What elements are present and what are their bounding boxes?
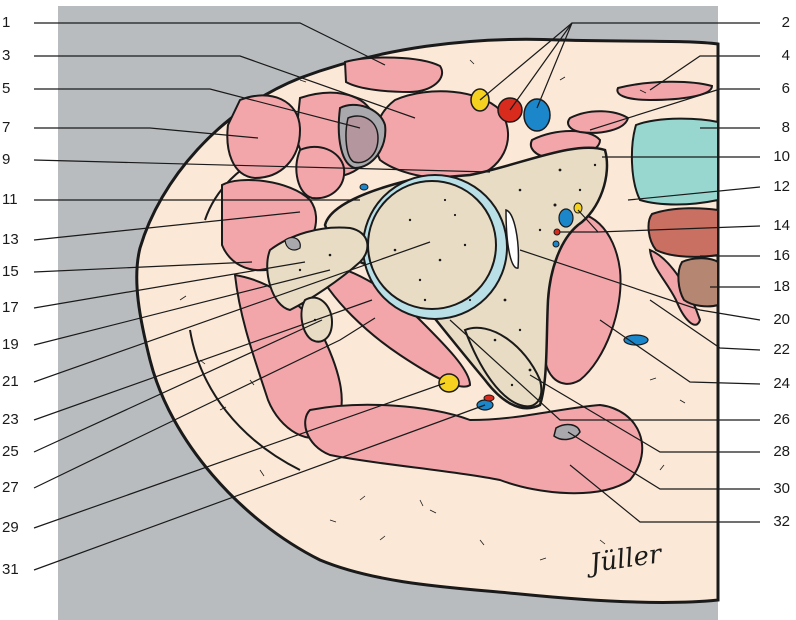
label-right-22: 22	[760, 341, 790, 359]
obturator-vein	[559, 209, 573, 227]
sciatic-nerve	[439, 374, 459, 392]
label-right-28: 28	[760, 443, 790, 461]
label-right-30: 30	[760, 480, 790, 498]
label-right-26: 26	[760, 411, 790, 429]
label-right-14: 14	[760, 217, 790, 235]
label-right-18: 18	[760, 278, 790, 296]
label-left-31: 31	[2, 561, 32, 579]
bladder	[632, 119, 718, 205]
label-right-24: 24	[760, 375, 790, 393]
inferior-gluteal-artery	[484, 395, 494, 401]
obturator-nerve	[574, 203, 582, 213]
label-left-15: 15	[2, 263, 32, 281]
label-left-13: 13	[2, 231, 32, 249]
label-right-12: 12	[760, 178, 790, 196]
label-right-4: 4	[760, 47, 790, 65]
muscle-sartorius	[345, 57, 442, 92]
seminal-vesicle	[649, 208, 718, 257]
label-left-21: 21	[2, 373, 32, 391]
label-right-6: 6	[760, 80, 790, 98]
label-left-23: 23	[2, 411, 32, 429]
rectum	[678, 258, 718, 306]
pudendal-vein	[624, 335, 648, 345]
femoral-vein	[524, 99, 550, 131]
obturator-artery	[554, 229, 560, 235]
femoral-head	[368, 181, 496, 309]
iliopectineal-bursa	[346, 116, 378, 162]
label-right-10: 10	[760, 148, 790, 166]
label-right-32: 32	[760, 513, 790, 531]
label-right-8: 8	[760, 119, 790, 137]
muscle-gluteus-minimus	[296, 147, 344, 198]
label-left-9: 9	[2, 151, 32, 169]
small-vein-a	[553, 241, 559, 247]
label-right-2: 2	[760, 14, 790, 32]
label-left-27: 27	[2, 479, 32, 497]
label-left-7: 7	[2, 119, 32, 137]
circumflex-vein	[360, 184, 368, 190]
label-left-25: 25	[2, 443, 32, 461]
label-left-3: 3	[2, 47, 32, 65]
label-right-20: 20	[760, 311, 790, 329]
label-left-11: 11	[2, 191, 32, 209]
label-left-29: 29	[2, 519, 32, 537]
label-right-16: 16	[760, 247, 790, 265]
label-left-19: 19	[2, 336, 32, 354]
label-left-1: 1	[2, 14, 32, 32]
label-left-5: 5	[2, 80, 32, 98]
label-left-17: 17	[2, 299, 32, 317]
